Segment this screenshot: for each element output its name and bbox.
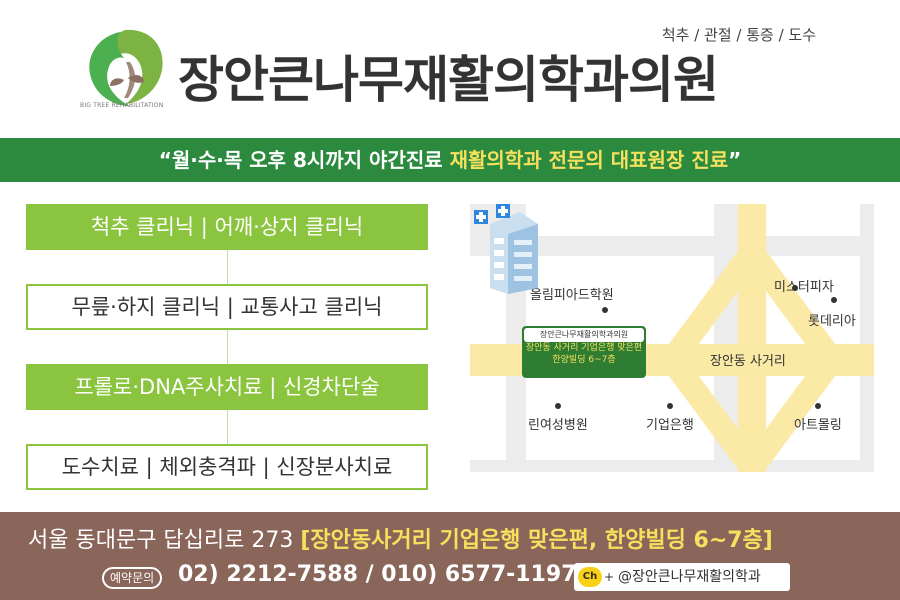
clinic-sign-line2: 한양빌딩 6~7층 [552, 355, 616, 365]
slogan-banner: “월·수·목 오후 8시까지 야간진료 재활의학과 전문의 대표원장 진료” [0, 138, 900, 182]
address-main: 서울 동대문구 답십리로 273 [28, 528, 301, 553]
clinic-item-spine-shoulder: 척추 클리닉 | 어깨·상지 클리닉 [26, 204, 428, 250]
footer: 서울 동대문구 답십리로 273 [장안동사거리 기업은행 맞은편, 한양빌딩 … [0, 512, 900, 600]
location-map: 올림피아드학원 미스터피자 롯데리아 장안동 사거리 린여성병원 기업은행 아트… [470, 204, 874, 472]
kakao-plus-icon: + [604, 570, 615, 584]
tree-logo-icon [89, 29, 163, 106]
map-label-art-mall: 아트몰링 [794, 418, 842, 433]
slogan-highlight: 재활의학과 전문의 대표원장 진료 [449, 148, 729, 172]
connector-line [227, 330, 228, 364]
kakao-channel-icon: Ch [578, 567, 602, 587]
clinic-item-injection: 프롤로·DNA주사치료 | 신경차단술 [26, 364, 428, 410]
connector-line [227, 410, 228, 444]
map-label-ibk-bank: 기업은행 [646, 418, 694, 433]
clinic-name: 장안큰나무재활의학과의원 [178, 51, 719, 109]
clinic-sign-line1: 장안동 사거리 기업은행 맞은편 [525, 343, 643, 353]
map-label-olympiad: 올림피아드학원 [530, 288, 614, 303]
slogan-close-quote: ” [728, 148, 742, 172]
reservation-badge: 예약문의 [102, 567, 163, 589]
connector-line [227, 250, 228, 284]
clinic-item-knee-accident: 무릎·하지 클리닉 | 교통사고 클리닉 [26, 284, 428, 330]
map-label-mister-pizza: 미스터피자 [774, 280, 834, 295]
address-highlight: [장안동사거리 기업은행 맞은편, 한양빌딩 6~7층] [300, 528, 773, 553]
map-label-intersection: 장안동 사거리 [710, 354, 786, 369]
clinic-item-manual-therapy: 도수치료 | 체외충격파 | 신장분사치료 [26, 444, 428, 490]
address: 서울 동대문구 답십리로 273 [장안동사거리 기업은행 맞은편, 한양빌딩 … [28, 522, 773, 554]
slogan-text: “월·수·목 오후 8시까지 야간진료 [158, 148, 450, 172]
kakao-channel-id: @장안큰나무재활의학과 [618, 569, 761, 585]
clinic-location-sign: 장안큰나무재활의학과의원 장안동 사거리 기업은행 맞은편 한양빌딩 6~7층 [522, 326, 646, 378]
specialties: 척추 / 관절 / 통증 / 도수 [661, 26, 816, 44]
phone-numbers[interactable]: 02) 2212-7588 / 010) 6577-1197 [178, 562, 577, 587]
hospital-building-icon [474, 204, 538, 294]
map-label-rinyeo-hospital: 린여성병원 [528, 418, 588, 433]
clinic-list: 척추 클리닉 | 어깨·상지 클리닉 무릎·하지 클리닉 | 교통사고 클리닉 … [26, 204, 428, 490]
logo-text: BIG TREE REHABILITATION [80, 102, 164, 109]
kakao-channel[interactable]: Ch + @장안큰나무재활의학과 [574, 563, 790, 591]
header: BIG TREE REHABILITATION 장안큰나무재활의학과의원 척추 … [0, 0, 900, 138]
map-label-lotteria: 롯데리아 [808, 314, 856, 329]
clinic-sign-title: 장안큰나무재활의학과의원 [524, 328, 644, 342]
